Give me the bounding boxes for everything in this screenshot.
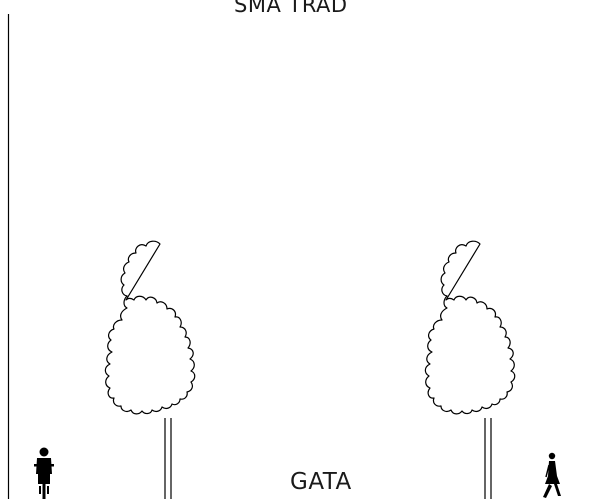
diagram-title: SMÅ TRÄD: [234, 0, 348, 17]
tree-icon: [104, 240, 196, 499]
street-label: GATA: [290, 469, 352, 495]
pedestrian-icon: [543, 452, 561, 498]
cyclist-icon: [34, 447, 54, 499]
tree-icon: [424, 240, 516, 499]
